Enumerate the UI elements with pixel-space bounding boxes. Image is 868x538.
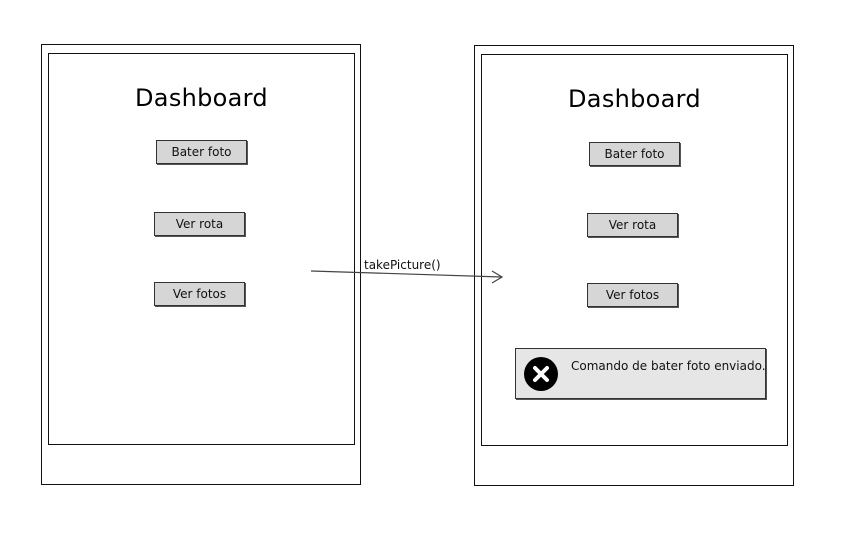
- left-dashboard-title: Dashboard: [135, 84, 268, 112]
- left-bater-foto-button[interactable]: Bater foto: [156, 140, 247, 164]
- left-ver-fotos-button[interactable]: Ver fotos: [154, 282, 245, 306]
- left-device-frame: Dashboard Bater foto Ver rota Ver fotos: [41, 44, 361, 485]
- notification-message: Comando de bater foto enviado.: [571, 359, 766, 373]
- transition-label: takePicture(): [364, 258, 441, 272]
- left-ver-rota-button[interactable]: Ver rota: [154, 212, 245, 236]
- right-screen: Dashboard Bater foto Ver rota Ver fotos …: [481, 54, 788, 446]
- right-dashboard-title: Dashboard: [568, 85, 701, 113]
- notification-toast: Comando de bater foto enviado.: [515, 348, 766, 399]
- close-icon-glyph: [533, 366, 549, 382]
- right-ver-fotos-button[interactable]: Ver fotos: [587, 283, 678, 307]
- left-screen: Dashboard Bater foto Ver rota Ver fotos: [48, 53, 355, 445]
- right-bater-foto-button[interactable]: Bater foto: [589, 142, 680, 166]
- right-ver-rota-button[interactable]: Ver rota: [587, 213, 678, 237]
- right-device-frame: Dashboard Bater foto Ver rota Ver fotos …: [474, 45, 794, 486]
- close-icon[interactable]: [524, 357, 558, 391]
